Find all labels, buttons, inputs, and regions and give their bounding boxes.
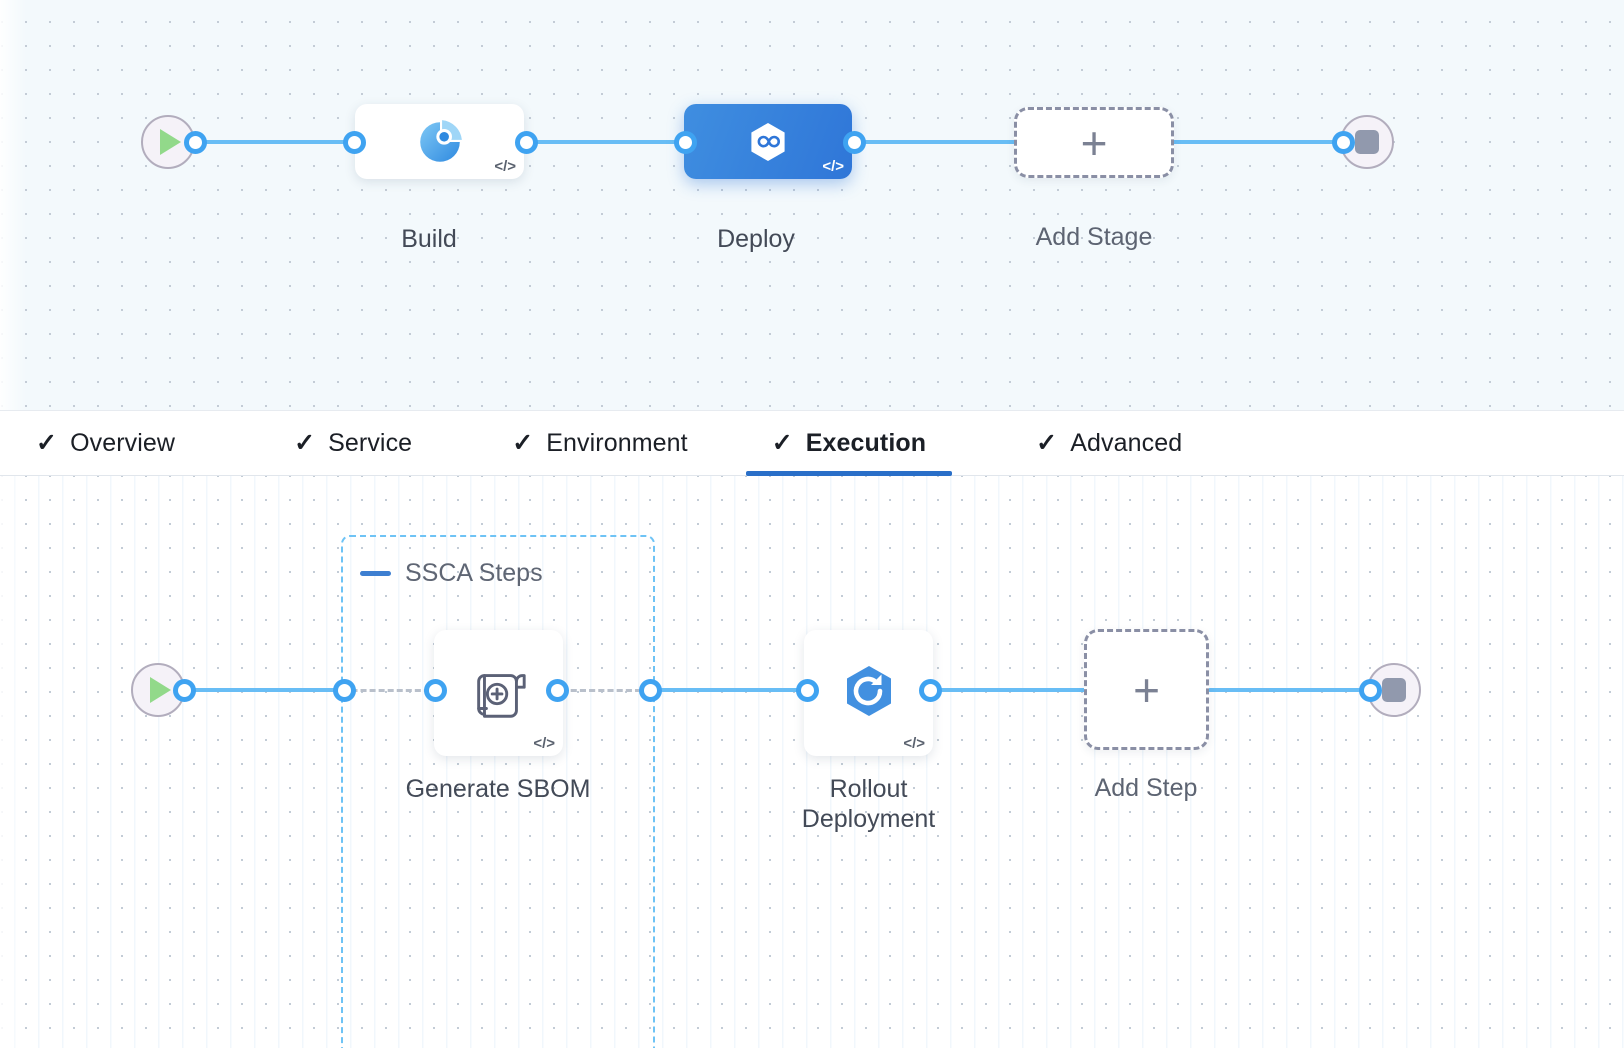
wire-deploy-to-addstage	[840, 140, 1090, 144]
stage-build-port-out[interactable]	[515, 131, 538, 154]
step-group-ssca[interactable]	[341, 535, 655, 1048]
code-badge[interactable]: </>	[822, 158, 844, 175]
rollout-hexagon-icon	[846, 666, 891, 716]
stage-config-tabbar: ✓ Overview ✓ Service ✓ Environment ✓ Exe…	[0, 410, 1624, 476]
tab-execution[interactable]: ✓ Execution	[745, 410, 953, 476]
step-label-rollout-deployment: Rollout Deployment	[801, 775, 936, 833]
wire-addstage-to-end	[1160, 140, 1370, 144]
wire-start-to-build	[182, 140, 362, 144]
code-badge[interactable]: </>	[903, 735, 925, 752]
stage-label-build: Build	[401, 225, 457, 253]
wire-start-to-group	[172, 688, 356, 692]
tab-label: Advanced	[1070, 428, 1183, 457]
add-step-button[interactable]: +	[1084, 629, 1209, 750]
check-icon: ✓	[294, 428, 316, 457]
tab-label: Overview	[70, 428, 176, 457]
check-icon: ✓	[1036, 428, 1058, 457]
stage-start-port[interactable]	[184, 131, 207, 154]
execution-step-canvas[interactable]: SSCA Steps	[0, 476, 1624, 1048]
step-start-port[interactable]	[173, 679, 196, 702]
step-rollout-port-out[interactable]	[919, 679, 942, 702]
step-label-generate-sbom: Generate SBOM	[405, 775, 591, 803]
stage-end-port[interactable]	[1332, 131, 1355, 154]
stage-deploy-port-out[interactable]	[843, 131, 866, 154]
step-end-port[interactable]	[1359, 679, 1382, 702]
step-node-rollout-deployment[interactable]: </>	[804, 630, 933, 756]
tab-service[interactable]: ✓ Service	[294, 410, 412, 476]
tab-overview[interactable]: ✓ Overview	[36, 410, 175, 476]
plus-icon: +	[1133, 663, 1160, 716]
step-group-label: SSCA Steps	[405, 559, 543, 587]
wire-group-out-dashed	[560, 689, 656, 692]
step-rollout-port-in[interactable]	[796, 679, 819, 702]
stage-node-deploy[interactable]: </>	[684, 104, 852, 179]
add-step-label: Add Step	[1094, 774, 1198, 802]
step-sbom-port-out[interactable]	[546, 679, 569, 702]
wire-group-in-dashed	[350, 689, 440, 692]
stage-deploy-port-in[interactable]	[674, 131, 697, 154]
code-badge[interactable]: </>	[494, 158, 516, 175]
build-pie-icon	[419, 119, 462, 162]
tab-label: Service	[328, 428, 413, 457]
stage-build-port-in[interactable]	[343, 131, 366, 154]
stage-node-build[interactable]: </>	[355, 104, 524, 179]
play-icon	[160, 129, 181, 155]
stage-label-deploy: Deploy	[717, 225, 795, 253]
step-node-generate-sbom[interactable]: </>	[434, 630, 563, 756]
collapse-minus-icon[interactable]	[360, 571, 391, 576]
step-group-exit-port[interactable]	[639, 679, 662, 702]
tab-advanced[interactable]: ✓ Advanced	[1036, 410, 1182, 476]
add-stage-button[interactable]: +	[1014, 107, 1174, 178]
step-group-entry-port[interactable]	[333, 679, 356, 702]
stop-icon	[1382, 678, 1406, 702]
step-sbom-port-in[interactable]	[424, 679, 447, 702]
wire-rollout-to-addstep	[926, 688, 1156, 692]
stage-canvas[interactable]: </> Build </> Deploy + Add Stage	[0, 0, 1624, 410]
step-group-header[interactable]: SSCA Steps	[360, 559, 543, 588]
tab-label: Environment	[546, 428, 688, 457]
tab-label: Execution	[805, 428, 927, 457]
code-badge[interactable]: </>	[533, 735, 555, 752]
active-tab-underline	[745, 471, 953, 476]
wire-group-to-rollout	[648, 688, 824, 692]
check-icon: ✓	[771, 428, 793, 457]
stop-icon	[1355, 130, 1379, 154]
wire-build-to-deploy	[512, 140, 702, 144]
plus-icon: +	[1080, 116, 1108, 169]
tab-environment[interactable]: ✓ Environment	[512, 410, 688, 476]
play-icon	[150, 677, 171, 703]
canvas-left-fade	[0, 0, 26, 410]
add-stage-label: Add Stage	[1035, 223, 1153, 251]
canvas-left-fade	[0, 476, 26, 1048]
wire-addstep-to-end	[1208, 688, 1388, 692]
check-icon: ✓	[512, 428, 534, 457]
sbom-scroll-plus-icon	[476, 674, 526, 718]
check-icon: ✓	[36, 428, 58, 457]
deploy-hexagon-icon	[751, 122, 785, 161]
